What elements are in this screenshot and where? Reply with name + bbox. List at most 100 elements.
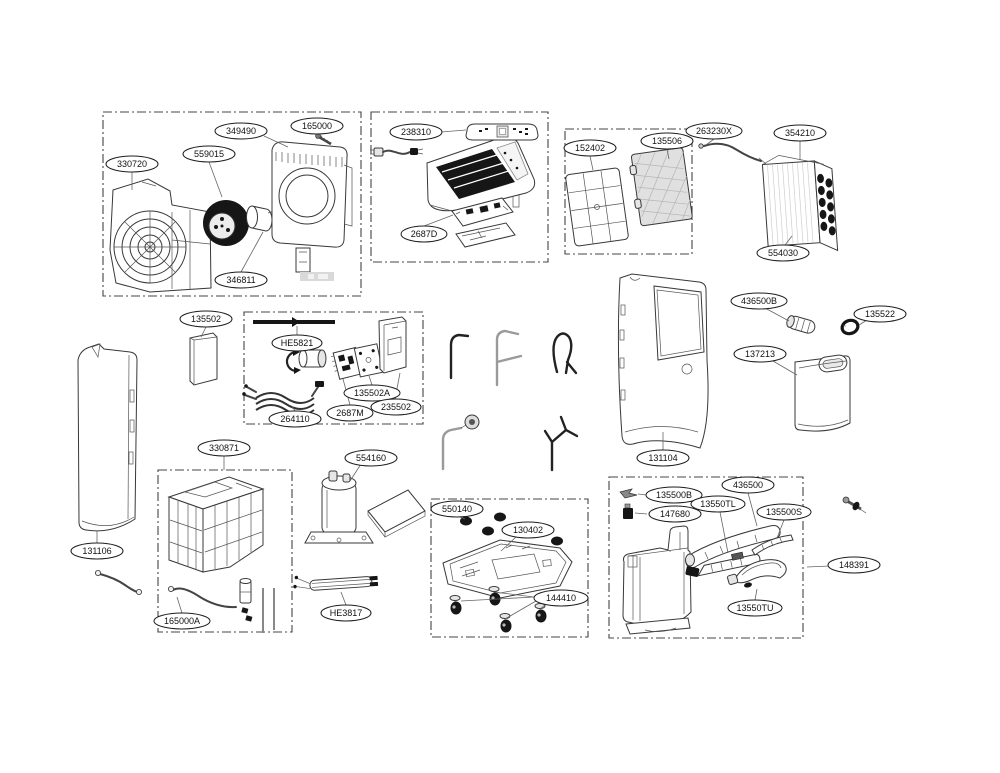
part-small-capacitor xyxy=(239,578,252,604)
part-13550TL-lever xyxy=(697,551,761,577)
svg-text:2687D: 2687D xyxy=(411,229,438,239)
svg-text:HE3817: HE3817 xyxy=(330,608,363,618)
part-165000A-drain-hose xyxy=(167,586,237,609)
part-135500S-strip xyxy=(751,534,794,556)
callout-13550TL: 13550TL xyxy=(690,495,746,513)
callout-436500: 436500 xyxy=(721,476,775,494)
callout-135502A: 135502A xyxy=(343,384,401,402)
callout-554030: 554030 xyxy=(756,244,810,262)
part-capacitor xyxy=(298,349,327,368)
part-354210-coil xyxy=(761,154,839,252)
svg-text:2687M: 2687M xyxy=(336,408,364,418)
base-assembly-box xyxy=(430,498,589,638)
chassis-assembly-box xyxy=(157,469,293,633)
callout-144410: 144410 xyxy=(533,589,589,607)
callout-137213: 137213 xyxy=(733,345,787,363)
callout-554160: 554160 xyxy=(344,449,398,467)
part-264110-wire-harness xyxy=(242,381,324,416)
part-235502-bracket xyxy=(378,316,407,374)
callout-346811: 346811 xyxy=(214,271,268,289)
svg-text:349490: 349490 xyxy=(226,126,256,136)
svg-text:554030: 554030 xyxy=(768,248,798,258)
svg-text:165000: 165000 xyxy=(302,121,332,131)
part-137213-bucket-cover xyxy=(794,354,851,432)
part-135500B-clip xyxy=(619,488,638,499)
callout-135500S: 135500S xyxy=(756,503,812,521)
callout-130402: 130402 xyxy=(501,521,555,539)
part-135502-panel xyxy=(189,332,218,386)
part-238310-control-overlay xyxy=(465,123,539,141)
svg-text:330871: 330871 xyxy=(209,443,239,453)
part-foam-pad xyxy=(367,489,426,538)
callout-135506: 135506 xyxy=(640,132,694,150)
part-559015-blower-wheel xyxy=(203,200,249,246)
callout-330720: 330720 xyxy=(105,155,159,173)
part-131104-rear-panel xyxy=(617,273,709,449)
refrigerant-tubes xyxy=(441,329,579,472)
svg-text:238310: 238310 xyxy=(401,127,431,137)
svg-text:135502A: 135502A xyxy=(354,388,390,398)
part-436500B-grip xyxy=(786,315,816,334)
svg-text:130402: 130402 xyxy=(513,525,543,535)
callout-550140: 550140 xyxy=(430,500,484,518)
callout-147680: 147680 xyxy=(648,505,702,523)
svg-text:263230X: 263230X xyxy=(696,126,732,136)
leader-lines xyxy=(96,129,873,620)
callout-135502: 135502 xyxy=(179,310,233,328)
callout-263230X: 263230X xyxy=(685,122,743,140)
part-13550TU-grip xyxy=(727,559,787,588)
part-small-fittings xyxy=(241,588,275,633)
bucket-assembly-box xyxy=(608,476,804,639)
part-144410-casters xyxy=(449,586,547,633)
callout-131106: 131106 xyxy=(70,542,124,560)
callout-148391: 148391 xyxy=(827,556,881,574)
svg-text:137213: 137213 xyxy=(745,349,775,359)
svg-text:165000A: 165000A xyxy=(164,616,200,626)
svg-text:346811: 346811 xyxy=(226,275,255,285)
svg-text:13550TU: 13550TU xyxy=(736,603,773,613)
part-349490-scroll-housing xyxy=(271,141,353,281)
part-330720-fan-housing xyxy=(109,178,212,293)
svg-text:HE5821: HE5821 xyxy=(281,338,314,348)
part-130402-base-pan xyxy=(442,539,573,599)
svg-text:559015: 559015 xyxy=(194,149,224,159)
callout-13550TU: 13550TU xyxy=(727,599,783,617)
svg-text:135500B: 135500B xyxy=(656,490,692,500)
callout-HE3817: HE3817 xyxy=(320,604,372,622)
svg-text:131104: 131104 xyxy=(648,453,677,463)
callout-354210: 354210 xyxy=(773,124,827,142)
callout-2687D: 2687D xyxy=(400,225,448,243)
callout-2687M: 2687M xyxy=(326,404,374,422)
callout-135500B: 135500B xyxy=(645,486,703,504)
part-power-cord xyxy=(370,147,424,157)
svg-text:235502: 235502 xyxy=(381,402,411,412)
callout-131104: 131104 xyxy=(636,449,690,467)
part-135522-grommet xyxy=(840,318,860,336)
callout-238310: 238310 xyxy=(389,123,443,141)
part-263230X-thermistor-wire xyxy=(698,142,767,165)
svg-text:148391: 148391 xyxy=(839,560,869,570)
callout-165000: 165000 xyxy=(290,117,344,135)
svg-text:554160: 554160 xyxy=(356,453,386,463)
callout-264110: 264110 xyxy=(268,410,322,428)
callout-HE5821: HE5821 xyxy=(271,334,323,352)
part-bucket xyxy=(622,525,692,635)
part-330871-chassis xyxy=(167,476,265,573)
part-HE3817-heater xyxy=(293,575,379,591)
svg-text:354210: 354210 xyxy=(785,128,815,138)
callout-152402: 152402 xyxy=(563,139,617,157)
part-2687M-pcb xyxy=(330,346,363,380)
callout-330871: 330871 xyxy=(197,439,251,457)
part-550140-feet xyxy=(460,512,563,546)
cover-assembly-box xyxy=(370,111,549,263)
callout-349490: 349490 xyxy=(214,122,268,140)
callout-559015: 559015 xyxy=(182,145,236,163)
part-clamp xyxy=(285,349,301,374)
svg-text:135502: 135502 xyxy=(191,314,221,324)
part-554160-compressor xyxy=(304,470,374,544)
callout-165000A: 165000A xyxy=(153,612,211,630)
part-HE5821-heater-rod xyxy=(253,317,335,327)
svg-text:152402: 152402 xyxy=(575,143,605,153)
